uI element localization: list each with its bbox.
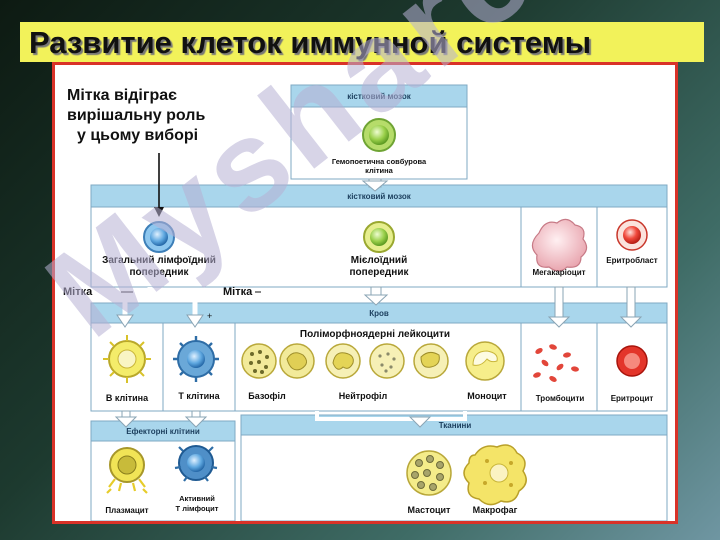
t-cell [173,336,219,382]
erythrocyte-cell [616,345,648,377]
mast-cell [406,450,452,496]
megakaryocyte-cell [531,218,588,272]
monocyte-cell [465,341,505,381]
band-tissues-label: Тканини [439,421,472,430]
arrows [114,178,643,428]
basophil-cell-2 [279,343,315,379]
bands [90,84,668,521]
band-bone-marrow-mid-label: кістковий мозок [347,192,412,201]
mast-cell-label: Мастоцит [408,505,451,515]
diagram-frame: кістковий мозок кістковий мозок Кров Ефе… [52,62,678,524]
hsc-cell [362,118,396,152]
b-cell-label: В клітина [106,393,149,403]
platelets-label: Тромбоцити [536,394,585,403]
band-blood-label: Кров [369,309,389,318]
myeloid-progenitor-cell [363,221,395,253]
platelets-icon [533,344,579,382]
note-line-3: у цьому виборі [77,127,198,144]
lymphoid-progenitor-cell [143,221,175,253]
active-t-label-1: Активний [179,494,215,503]
b-cell [103,335,151,383]
active-t-label-2: Т лімфоцит [176,504,219,513]
neutrophil-cell-2 [369,343,405,379]
hsc-label-1: Гемопоетична совбурова [332,157,427,166]
plasma-cell [106,447,148,494]
mark-right-label: Мітка [223,286,253,298]
lymphoid-label-1: Загальний лімфоїдний [102,254,216,266]
band-effector-label: Ефекторні клітини [126,427,200,436]
note-line-2: вирішальну роль [67,107,205,124]
myeloid-label-1: Мієлоїдний [351,255,407,266]
neutrophil-cell [325,343,361,379]
plasma-cell-label: Плазмацит [105,506,148,515]
neutrophil-label: Нейтрофіл [339,391,388,401]
slide-title: Развитие клеток иммунной системы [29,25,592,60]
macrophage-cell [463,444,527,506]
pmn-label: Поліморфноядерні лейкоцити [300,328,450,340]
megakaryocyte-label: Мегакаріоцит [532,268,585,277]
box-tissues [240,434,668,521]
erythroblast-cell [616,219,648,251]
hsc-label-2: клітина [365,166,394,175]
neutrophil-cell-3 [413,343,449,379]
mark-left-label: Мітка [63,286,93,298]
cells [103,118,648,506]
immune-cell-diagram: кістковий мозок кістковий мозок Кров Ефе… [63,84,668,521]
plus-sign: + [207,311,212,321]
myeloid-label-2: попередник [350,267,410,278]
basophil-cell [241,343,277,379]
t-cell-label: Т клітина [178,391,220,401]
erythrocyte-label: Еритроцит [611,394,654,403]
title-bar: Развитие клеток иммунной системы [20,22,704,62]
monocyte-label: Моноцит [467,391,507,401]
active-t-cell [174,445,218,482]
lymphoid-label-2: попередник [130,267,190,278]
note-line-1: Мітка відіграє [67,87,177,104]
band-bone-marrow-top-label: кістковий мозок [347,92,412,101]
erythroblast-label: Еритробласт [606,256,658,265]
macrophage-label: Макрофаг [473,505,518,515]
basophil-label: Базофіл [248,391,286,401]
